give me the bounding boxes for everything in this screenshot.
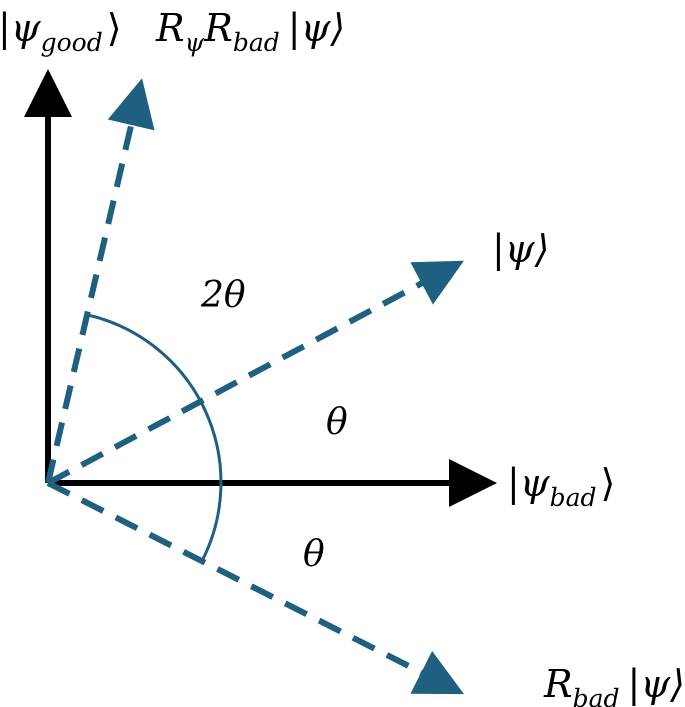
rbad-R: R [543,662,573,706]
rpsi-R2: R [203,6,233,50]
psi-bad-sub: bad [550,483,597,512]
rbad-sub: bad [573,684,620,707]
psi-bad-close: ⟩ [601,461,616,505]
rpsi-rbad-psi-vector [45,78,155,484]
rbad-psi-vector [46,480,465,695]
rpsi-rbad-psi-label: RψRbad |ψ⟩ [155,6,345,57]
psi-vector [46,260,464,486]
rbad-ket: |ψ⟩ [628,662,685,706]
rpsi-sub2: bad [233,28,280,57]
psi-bad-label: |ψbad⟩ [507,461,615,512]
rpsi-R1: R [155,6,185,50]
psi-label: |ψ⟩ [492,227,549,271]
angle-arc [87,313,223,562]
theta-upper-label: θ [326,402,348,443]
two-theta-label: 2θ [200,275,246,316]
psi-good-main: |ψ [0,6,42,50]
psi-bad-main: |ψ [507,461,551,505]
theta-lower-label: θ [303,534,325,575]
psi-good-close: ⟩ [107,6,122,50]
rpsi-ket: |ψ⟩ [288,6,345,50]
psi-good-sub: good [41,28,103,57]
rbad-psi-label: Rbad |ψ⟩ [543,662,685,707]
psi-good-label: |ψgood⟩ [0,6,122,57]
rpsi-sub1: ψ [185,28,205,57]
